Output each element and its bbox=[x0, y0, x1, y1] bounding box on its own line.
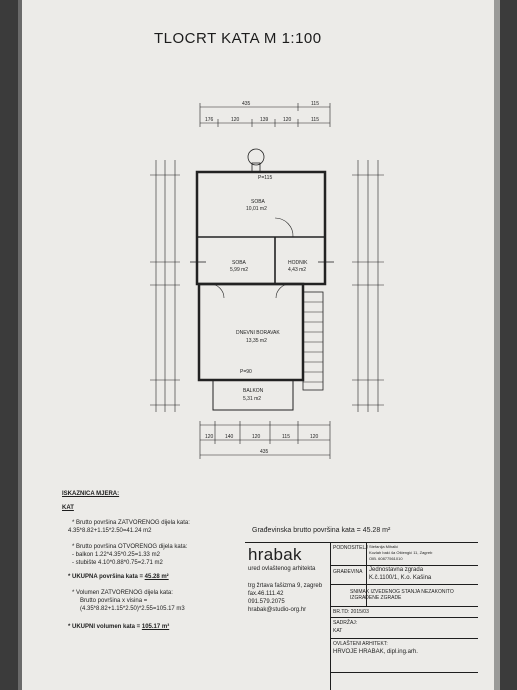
total-volume-value: 105.17 m³ bbox=[141, 624, 170, 630]
dim-label: 120 bbox=[205, 434, 214, 440]
schedule-line: - balkon 1.22*4.35*0.25=1.33 m2 bbox=[72, 552, 160, 558]
building-type: Jednostavna zgrada bbox=[369, 567, 424, 573]
tb-row-line-2 bbox=[330, 584, 478, 585]
schedule-line: * Volumen ZATVORENOG dijela kata: bbox=[72, 590, 173, 596]
dim-label: 120 bbox=[310, 434, 319, 440]
dim-label: 139 bbox=[260, 117, 269, 123]
schedule-line: * Brutto površina ZATVORENOG dijela kata… bbox=[72, 520, 190, 526]
room-area: 13,35 m2 bbox=[246, 338, 267, 344]
room-name: BALKON bbox=[243, 388, 264, 394]
content-label: SADRŽAJ: bbox=[333, 620, 358, 626]
door-swing-3 bbox=[275, 283, 291, 299]
dim-label: 435 bbox=[260, 449, 269, 455]
drawing-sheet bbox=[22, 0, 494, 690]
plan-mark: P=90 bbox=[240, 369, 252, 375]
schedule-heading: ISKAZNICA MJERA: bbox=[62, 491, 120, 497]
page-title: TLOCRT KATA M 1:100 bbox=[154, 30, 322, 47]
dim-label: 115 bbox=[311, 117, 319, 123]
schedule-line: - stubište 4.10*0.88*0.75=2.71 m2 bbox=[72, 560, 163, 566]
office-phone: 091.579.2075 bbox=[248, 599, 285, 605]
room-name: DNEVNI BORAVAK bbox=[236, 330, 280, 336]
tb-row-line-1 bbox=[330, 565, 478, 566]
tb-divider-1 bbox=[330, 542, 331, 690]
schedule-line: * Brutto površina OTVORENOG dijela kata: bbox=[72, 544, 188, 550]
dim-label: 115 bbox=[311, 101, 319, 107]
dim-label: 120 bbox=[283, 117, 292, 123]
room-area: 5,99 m2 bbox=[230, 267, 249, 273]
tb-border-top bbox=[245, 542, 478, 543]
schedule-line: Brutto površina x visina = bbox=[80, 598, 148, 604]
dim-ticks-top bbox=[199, 103, 331, 127]
total-volume: * UKUPNI volumen kata = 105.17 m³ bbox=[68, 624, 169, 630]
dim-label: 176 bbox=[205, 117, 214, 123]
dim-lines-right bbox=[352, 160, 384, 412]
tb-row-line-6 bbox=[330, 672, 478, 673]
dim-lines-left bbox=[150, 160, 180, 412]
room-name: HODNIK bbox=[288, 260, 308, 266]
tb-row-line-3 bbox=[330, 606, 478, 607]
schedule-subheading: KAT bbox=[62, 505, 74, 511]
sheet-edge bbox=[494, 0, 500, 690]
content-value: KAT bbox=[333, 628, 343, 634]
architect-label: OVLAŠTENI ARHITEKT: bbox=[333, 641, 388, 647]
hrabak-logo: hrabak bbox=[248, 545, 302, 564]
schedule-line: 4.35*8.82+1.15*2.50=41.24 m2 bbox=[68, 528, 152, 534]
investor-value: Stefanija Mihalić Kozlah baki 4a Oštengi… bbox=[369, 544, 433, 561]
investor-label: PODNOSITELJ bbox=[333, 545, 368, 551]
tb-row-line-4 bbox=[330, 617, 478, 618]
total-area: * UKUPNA površina kata = 45.28 m² bbox=[68, 574, 169, 580]
dim-label: 140 bbox=[225, 434, 234, 440]
logo-subtitle: ured ovlaštenog arhitekta bbox=[248, 566, 316, 572]
project-number: BR.TD: 2015/03 bbox=[333, 609, 369, 615]
room-name: SOBA bbox=[232, 260, 246, 266]
tb-row-line-5 bbox=[330, 638, 478, 639]
total-area-value: 45.28 m² bbox=[144, 574, 169, 580]
tb-divider-2 bbox=[366, 542, 367, 606]
sheet-shadow bbox=[18, 0, 22, 690]
room-area: 5,31 m2 bbox=[243, 396, 262, 402]
stair-treads bbox=[303, 301, 323, 383]
total-volume-label: * UKUPNI volumen kata = bbox=[68, 624, 142, 630]
door-swing-2 bbox=[209, 283, 225, 299]
room-area: 4,43 m2 bbox=[288, 267, 307, 273]
dim-label: 115 bbox=[282, 434, 290, 440]
balcony-outline bbox=[212, 379, 294, 411]
dim-label: 120 bbox=[231, 117, 240, 123]
office-fax: fax.46.111.42 bbox=[248, 591, 284, 597]
office-address: trg žrtava fašizma 9, zagreb bbox=[248, 583, 323, 589]
schedule-line: (4.35*8.82+1.15*2.50)*2.55=105.17 m3 bbox=[80, 606, 185, 612]
architect-value: HRVOJE HRABAK, dipl.ing.arh. bbox=[333, 649, 418, 655]
chimney-box bbox=[251, 162, 261, 173]
drawing-type: SNIMAK IZVEDENOG STANJA NEZAKONITO IZGRA… bbox=[350, 589, 454, 601]
dim-lines-bottom bbox=[199, 421, 331, 459]
office-email: hrabak@studio-org.hr bbox=[248, 607, 307, 613]
chimney-circle bbox=[247, 148, 265, 166]
room-name: SOBA bbox=[251, 199, 265, 205]
dim-label: 435 bbox=[242, 101, 251, 107]
site-label: GRAĐEVINA bbox=[333, 569, 363, 575]
room-area: 10,01 m2 bbox=[246, 206, 267, 212]
door-swing-1 bbox=[274, 217, 294, 238]
staircase bbox=[302, 291, 324, 391]
building-location: K.č.1100/1, K.o. Kašina bbox=[369, 575, 432, 581]
gross-area-note: Građevinska brutto površina kata = 45.28… bbox=[252, 527, 391, 534]
dim-label: 120 bbox=[252, 434, 261, 440]
plan-mark: P=115 bbox=[258, 175, 273, 181]
total-area-label: * UKUPNA površina kata = bbox=[68, 574, 145, 580]
